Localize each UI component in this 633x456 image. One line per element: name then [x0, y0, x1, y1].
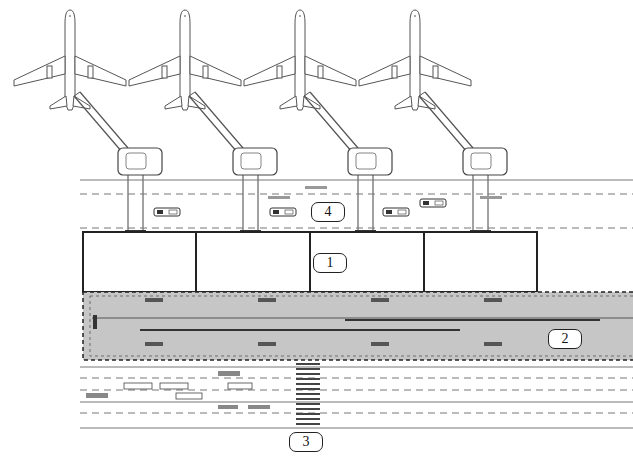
callout-number: 1: [327, 256, 334, 270]
callout-number: 2: [562, 332, 569, 346]
callout-box: 1: [313, 253, 347, 273]
callout-box: 2: [548, 329, 582, 349]
callout-number: 3: [303, 435, 310, 449]
callout-box: 4: [311, 202, 345, 222]
callout-number: 4: [325, 205, 332, 219]
callout-box: 3: [289, 432, 323, 452]
